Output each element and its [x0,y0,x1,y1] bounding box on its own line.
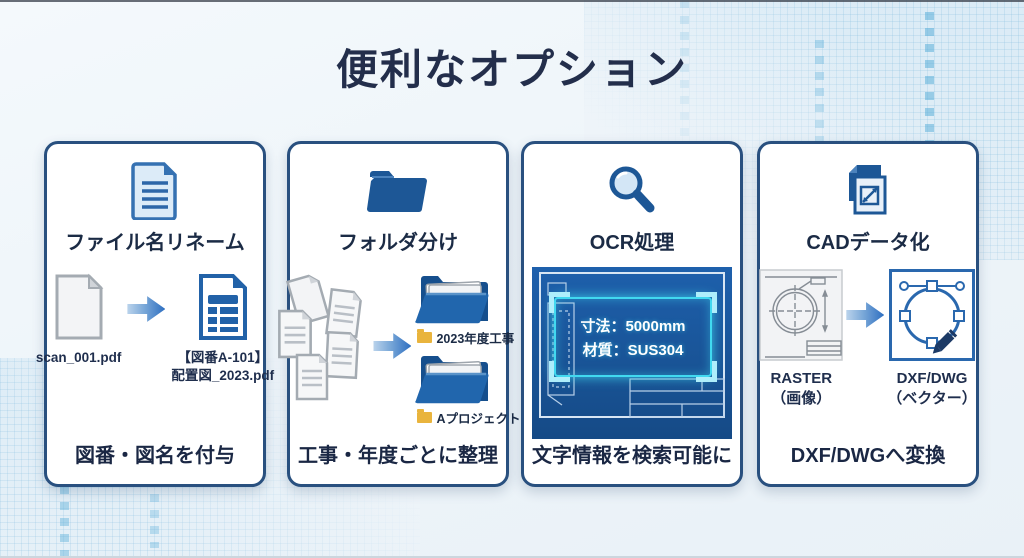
open-folder-icon [415,356,489,404]
ocr-highlight-box: 寸法：5000mm 材質：SUS304 [549,292,717,382]
card-title: CADデータ化 [806,232,930,254]
bracket-corner [696,361,717,382]
card-caption: 工事・年度ごとに整理 [298,445,498,467]
document-icon [129,159,181,221]
arrow-icon [127,296,166,322]
blueprint-panel: 寸法：5000mm 材質：SUS304 [532,267,732,439]
card-caption: 文字情報を検索可能に [532,445,732,467]
raster-drawing-icon [759,269,844,361]
ocr-text-dimension: 寸法：5000mm [580,317,686,335]
bracket-corner [549,361,570,382]
page-title: 便利なオプション [335,46,688,93]
bracket-corner [696,292,717,313]
folder-label: Aプロジェクト [417,408,521,427]
before-filename: scan_001.pdf [35,350,122,365]
plain-scan-document-icon [55,273,104,340]
card-ocr: OCR処理 [521,141,743,487]
small-folder-icon [417,409,433,423]
bracket-corner [549,292,570,313]
card-caption: 図番・図名を付与 [75,445,235,467]
magnifier-icon [603,159,661,221]
cad-document-icon [839,159,897,221]
vector-drawing-icon [889,269,975,361]
bottom-edge-line [0,556,1024,558]
card-title: フォルダ分け [338,232,458,254]
open-folder-icon [415,276,489,324]
folder-icon [366,159,430,221]
raster-label: RASTER （画像） [770,370,833,408]
small-folder-icon [417,329,433,343]
card-title: ファイル名リネーム [65,232,245,254]
card-folder-sort: フォルダ分け [278,141,521,487]
top-edge-line [0,0,1024,2]
vector-label: DXF/DWG （ベクター） [887,370,977,408]
card-file-rename: ファイル名リネーム scan_001.pdf [36,141,274,487]
after-filename: 【図番A-101】 配置図_2023.pdf [171,350,275,384]
ocr-text-material: 材質：SUS304 [582,341,684,359]
scattered-documents-icon [275,274,371,403]
arrow-icon [373,333,412,359]
card-cad: CADデータ化 [757,141,979,487]
arrow-icon [846,302,885,328]
pencil-icon [932,329,958,354]
card-title: OCR処理 [589,232,675,254]
renamed-document-icon [198,274,247,340]
folder-label: 2023年度工事 [417,328,514,347]
card-caption: DXF/DWGへ変換 [790,445,946,467]
